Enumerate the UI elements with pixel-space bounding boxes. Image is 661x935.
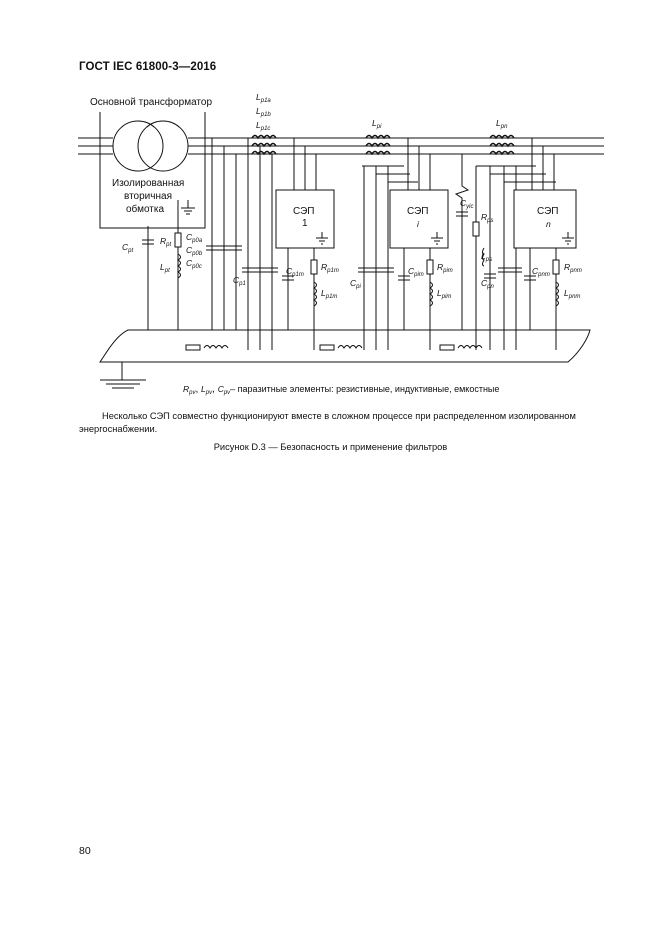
svg-text:Cyic: Cyic: [460, 198, 473, 210]
resistor-rpt: [174, 232, 182, 248]
svg-text:Rpim: Rpim: [437, 262, 453, 274]
label-Lp1c: Lp1c: [256, 120, 270, 132]
transformer-label: Основной трансформатор: [90, 96, 212, 108]
earth-parasitic-1: [185, 344, 229, 351]
secondary-label-1: Изолированная: [112, 178, 184, 189]
label-Lpi: Lpi: [372, 118, 382, 130]
parasitic-note: Rpv, Lpv, Cpv– паразитные элементы: рези…: [183, 384, 499, 396]
capacitor-cpt: [142, 239, 154, 245]
svg-text:Cpim: Cpim: [408, 266, 424, 278]
bus-lines: [188, 137, 604, 155]
label-Lp1a: Lp1a: [256, 92, 271, 104]
svg-text:Cp0b: Cp0b: [186, 245, 203, 257]
coil-group-pn: [489, 134, 515, 156]
sep-n-label: СЭП: [537, 206, 558, 217]
sep-1-label: СЭП: [293, 206, 314, 217]
secondary-ground-icon: [181, 200, 195, 215]
secondary-label-2: вторичная: [124, 191, 172, 202]
svg-text:Rpt: Rpt: [160, 236, 171, 248]
svg-text:Cp1m: Cp1m: [286, 266, 304, 278]
sep-n-ground-icon: [562, 232, 574, 245]
svg-text:Rps: Rps: [481, 212, 493, 224]
figure-caption: Рисунок D.3 — Безопасность и применение …: [213, 442, 448, 452]
earth-parasitic-2: [319, 344, 363, 351]
svg-text:Cpnm: Cpnm: [532, 266, 550, 278]
body-paragraph: Несколько СЭП совместно функционируют вм…: [79, 411, 576, 434]
sep-i-ground-icon: [431, 232, 443, 245]
sep-1-ground-icon: [316, 232, 328, 245]
coil-group-pi: [365, 134, 391, 156]
label-Lp1b: Lp1b: [256, 106, 271, 118]
document-header: ГОСТ IEC 61800-3—2016: [79, 61, 217, 73]
svg-text:Lps: Lps: [481, 251, 492, 263]
sep-1-index: 1: [302, 218, 308, 229]
secondary-enclosure: [99, 112, 206, 229]
svg-text:Rp1m: Rp1m: [321, 262, 339, 274]
page-number: 80: [79, 845, 91, 857]
secondary-label-3: обмотка: [126, 203, 164, 215]
inductor-lpt: [177, 253, 181, 279]
sep-i-box: [389, 189, 449, 249]
earth-parasitic-3: [439, 344, 483, 351]
svg-text:Lpnm: Lpnm: [564, 288, 580, 300]
earth-ground-icon: [100, 362, 146, 389]
svg-text:Cpt: Cpt: [122, 242, 133, 254]
svg-text:Lpim: Lpim: [437, 288, 451, 300]
earth-plane: [99, 329, 591, 363]
svg-text:Lp1m: Lp1m: [321, 288, 337, 300]
sep-i-label: СЭП: [407, 206, 428, 217]
label-Lpn: Lpn: [496, 118, 508, 130]
svg-text:Lpt: Lpt: [160, 262, 170, 274]
svg-text:Rpnm: Rpnm: [564, 262, 582, 274]
sep-i-index: i: [417, 219, 420, 229]
primary-lines: [78, 137, 113, 155]
svg-text:Cpn: Cpn: [481, 278, 494, 290]
coil-group-p1: [251, 134, 277, 156]
svg-text:Cp1: Cp1: [233, 275, 246, 287]
sep-n-index: n: [546, 219, 551, 229]
svg-text:Cp0c: Cp0c: [186, 258, 202, 270]
sep-n-box: [513, 189, 577, 249]
svg-text:Cp0a: Cp0a: [186, 232, 203, 244]
circuit-diagram: Основной трансформатор Изолированная вто…: [78, 92, 604, 396]
svg-text:Cpi: Cpi: [350, 278, 361, 290]
